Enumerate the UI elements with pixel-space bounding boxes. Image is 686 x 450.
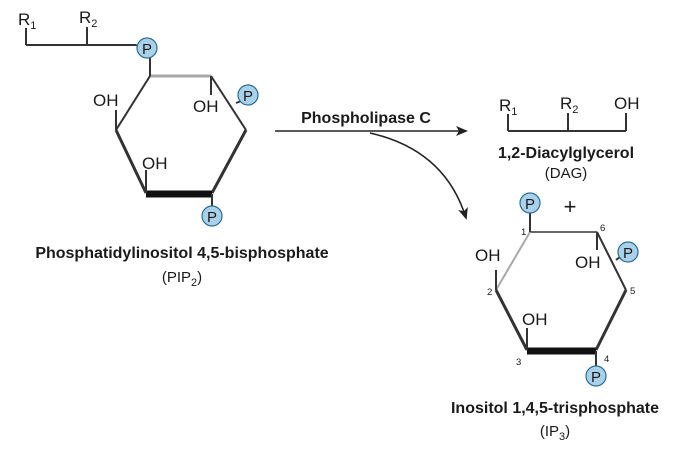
dag-r2-label: R2 — [560, 94, 578, 116]
ip3-oh-right: OH — [575, 253, 601, 272]
ip3-inositol-ring — [494, 212, 628, 366]
ip3-abbreviation: (IP3) — [540, 423, 570, 443]
pip2-phosphate-1: P — [136, 37, 158, 59]
pip2-oh-right: OH — [193, 97, 219, 116]
ip3-phosphate-4: P — [585, 365, 607, 387]
carbon-number-2: 2 — [487, 287, 492, 298]
svg-text:P: P — [623, 245, 633, 262]
pip2-oh-mid: OH — [142, 154, 168, 173]
pip2-r1-label: R1 — [18, 10, 36, 32]
svg-text:P: P — [207, 209, 217, 226]
ip3-phosphate-5: P — [617, 241, 639, 263]
pip2-r2-label: R2 — [79, 8, 97, 30]
dag-r1-label: R1 — [499, 96, 517, 118]
arrow-to-ip3 — [369, 132, 468, 220]
plus-sign: + — [564, 194, 577, 219]
dag-name: 1,2-Diacylglycerol — [498, 145, 634, 162]
ip3-structure: OH OH OH 1 2 3 4 5 6 P P P Inositol 1,4,… — [451, 192, 659, 443]
pip2-structure: R1 R2 OH OH OH P P — [18, 8, 329, 289]
dag-abbreviation: (DAG) — [545, 165, 588, 182]
pip2-name: Phosphatidylinositol 4,5-bisphosphate — [35, 245, 328, 262]
pip2-glycerol-backbone — [25, 27, 149, 51]
dag-structure: R1 R2 OH 1,2-Diacylglycerol (DAG) — [498, 94, 640, 182]
carbon-number-4: 4 — [604, 354, 609, 365]
ip3-oh-mid: OH — [522, 310, 548, 329]
carbon-number-1: 1 — [521, 227, 526, 238]
carbon-number-5: 5 — [630, 286, 635, 297]
enzyme-label: Phospholipase C — [301, 110, 431, 127]
ip3-oh-left: OH — [475, 246, 501, 265]
svg-text:P: P — [142, 41, 152, 58]
carbon-number-3: 3 — [516, 357, 521, 368]
pip2-phosphate-4: P — [201, 205, 223, 227]
pip2-abbreviation: (PIP2) — [162, 269, 202, 289]
ip3-name: Inositol 1,4,5-trisphosphate — [451, 400, 659, 417]
pip2-inositol-ring — [114, 58, 248, 207]
ip3-phosphate-1: P — [519, 192, 541, 214]
svg-text:P: P — [243, 88, 253, 105]
carbon-number-6: 6 — [600, 223, 605, 234]
pip2-phosphate-5: P — [237, 84, 259, 106]
dag-glycerol-backbone — [507, 113, 627, 132]
svg-text:P: P — [591, 369, 601, 386]
svg-text:P: P — [525, 196, 535, 213]
dag-oh: OH — [614, 94, 640, 113]
reaction-arrows: Phospholipase C — [275, 110, 468, 220]
pip2-oh-left: OH — [93, 91, 119, 110]
